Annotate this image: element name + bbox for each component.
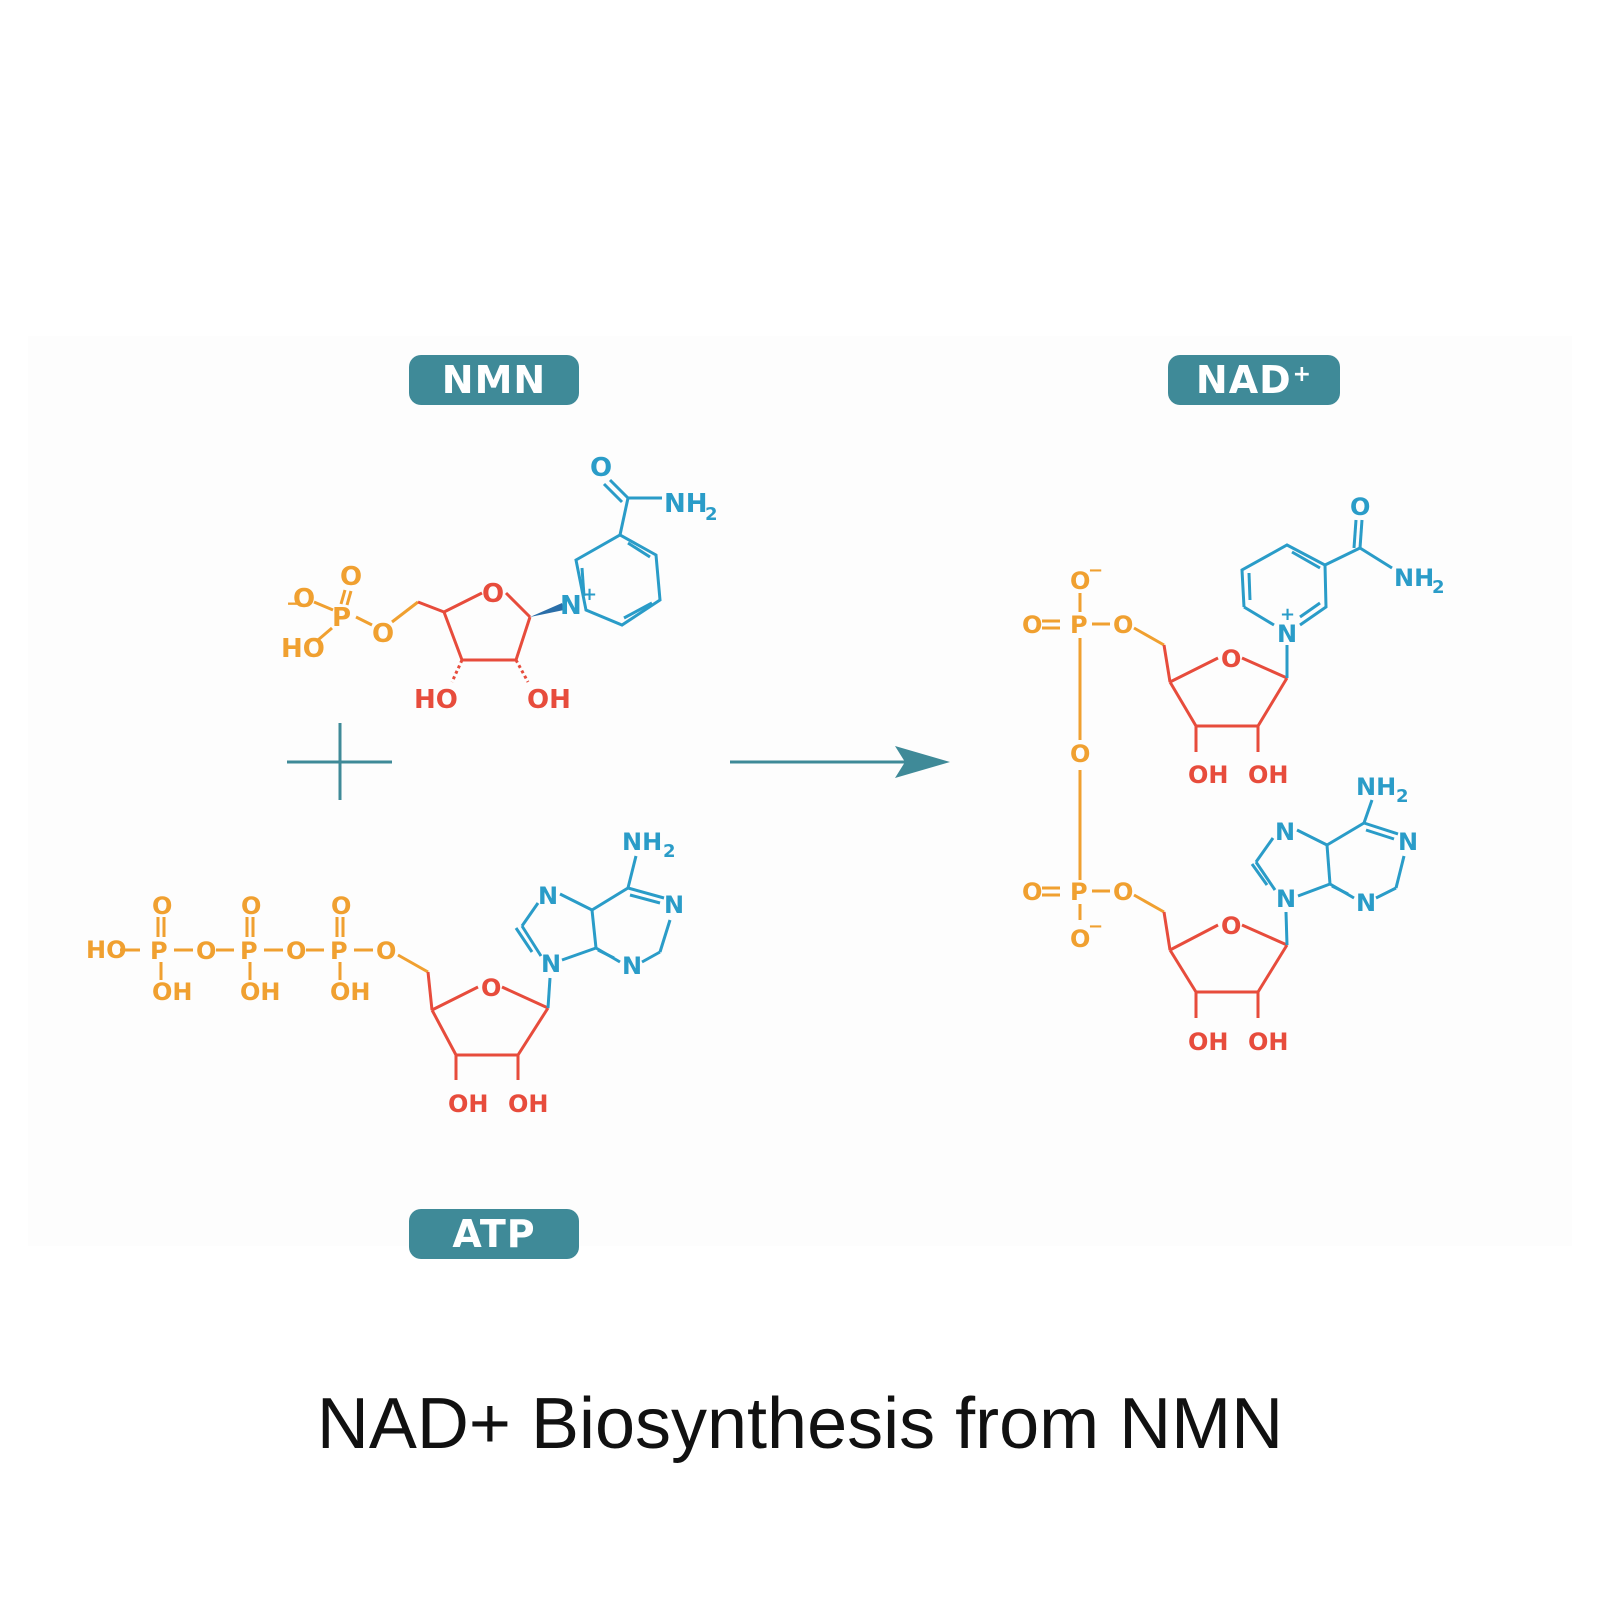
svg-text:N: N bbox=[1275, 818, 1295, 846]
nad-diphosphate: O − O P O O O P O O − bbox=[1022, 560, 1165, 953]
svg-text:NH: NH bbox=[1394, 564, 1434, 592]
reaction-arrow bbox=[730, 746, 950, 778]
svg-text:O: O bbox=[1113, 878, 1133, 906]
svg-text:N: N bbox=[1277, 620, 1297, 648]
svg-text:+: + bbox=[582, 584, 597, 605]
svg-text:O: O bbox=[1350, 493, 1370, 521]
svg-text:O: O bbox=[152, 892, 172, 920]
svg-text:OH: OH bbox=[152, 978, 193, 1006]
nad-label: NAD+ bbox=[1168, 355, 1340, 405]
atp-ribose: O OH OH bbox=[426, 971, 550, 1118]
nad-ribose-bottom: O OH OH bbox=[1162, 911, 1289, 1056]
svg-text:O: O bbox=[1070, 740, 1090, 768]
diagram-panel bbox=[28, 336, 1572, 1246]
svg-text:N: N bbox=[1276, 885, 1296, 913]
svg-text:O: O bbox=[590, 453, 612, 483]
svg-text:N: N bbox=[541, 950, 561, 978]
nad-adenine: N N N N NH 2 bbox=[1250, 773, 1418, 946]
svg-text:O: O bbox=[196, 937, 216, 965]
nmn-ribose: O HO OH bbox=[414, 579, 571, 715]
svg-text:N: N bbox=[1356, 889, 1376, 917]
svg-text:+: + bbox=[1280, 604, 1295, 625]
svg-text:OH: OH bbox=[1248, 761, 1289, 789]
svg-text:NH: NH bbox=[1356, 773, 1396, 801]
nmn-nicotinamide: N + O NH 2 bbox=[560, 453, 718, 627]
svg-text:2: 2 bbox=[1432, 577, 1445, 598]
svg-text:−: − bbox=[1088, 560, 1103, 581]
svg-text:N: N bbox=[622, 952, 642, 980]
svg-text:2: 2 bbox=[1396, 786, 1409, 807]
plus-sign bbox=[287, 723, 392, 800]
svg-text:N: N bbox=[560, 591, 582, 621]
atp-triphosphate: HO P O OH O P O OH O P O OH bbox=[86, 892, 429, 1006]
svg-text:OH: OH bbox=[508, 1090, 549, 1118]
nmn-molecule: − O O P HO O O HO OH bbox=[281, 453, 718, 715]
svg-text:HO: HO bbox=[86, 936, 127, 964]
svg-text:O: O bbox=[1221, 645, 1241, 673]
svg-text:OH: OH bbox=[1188, 761, 1229, 789]
atp-label: ATP bbox=[409, 1209, 579, 1259]
svg-text:N: N bbox=[538, 882, 558, 910]
svg-text:N: N bbox=[664, 891, 684, 919]
svg-text:O: O bbox=[1070, 567, 1090, 595]
svg-text:OH: OH bbox=[1248, 1028, 1289, 1056]
nad-ribose-top: O OH OH bbox=[1162, 644, 1289, 789]
svg-text:OH: OH bbox=[527, 685, 571, 715]
svg-text:2: 2 bbox=[705, 504, 718, 525]
svg-text:O: O bbox=[1022, 611, 1042, 639]
svg-text:O: O bbox=[481, 974, 501, 1002]
svg-text:O: O bbox=[241, 892, 261, 920]
nmn-phosphate: − O O P HO O bbox=[281, 562, 419, 664]
svg-text:O: O bbox=[1070, 925, 1090, 953]
svg-text:−: − bbox=[286, 591, 303, 615]
svg-text:O: O bbox=[340, 562, 362, 592]
svg-text:−: − bbox=[1088, 916, 1103, 937]
svg-text:O: O bbox=[1113, 611, 1133, 639]
nad-nicotinamide: N + O NH 2 bbox=[1240, 493, 1445, 678]
atp-adenine: N N N N NH 2 bbox=[514, 828, 684, 1009]
svg-text:N: N bbox=[1398, 828, 1418, 856]
svg-text:P: P bbox=[1070, 878, 1088, 906]
svg-text:O: O bbox=[1022, 878, 1042, 906]
svg-text:OH: OH bbox=[330, 978, 371, 1006]
svg-text:NH: NH bbox=[622, 828, 662, 856]
svg-text:O: O bbox=[331, 892, 351, 920]
svg-text:O: O bbox=[293, 584, 315, 614]
figure-caption: NAD+ Biosynthesis from NMN bbox=[316, 1384, 1284, 1464]
nad-molecule: O − O P O O O P O O − O bbox=[1022, 493, 1445, 1056]
svg-text:O: O bbox=[286, 937, 306, 965]
svg-text:P: P bbox=[1070, 611, 1088, 639]
svg-text:O: O bbox=[376, 937, 396, 965]
svg-text:O: O bbox=[1221, 912, 1241, 940]
atp-molecule: HO P O OH O P O OH O P O OH bbox=[86, 828, 684, 1118]
svg-text:OH: OH bbox=[448, 1090, 489, 1118]
nmn-label: NMN bbox=[409, 355, 579, 405]
svg-text:P: P bbox=[150, 937, 168, 965]
svg-text:OH: OH bbox=[240, 978, 281, 1006]
svg-text:2: 2 bbox=[663, 841, 676, 862]
svg-text:HO: HO bbox=[414, 685, 458, 715]
svg-text:P: P bbox=[240, 937, 258, 965]
svg-text:NH: NH bbox=[664, 489, 708, 519]
svg-text:P: P bbox=[330, 937, 348, 965]
svg-text:O: O bbox=[372, 619, 394, 649]
svg-text:OH: OH bbox=[1188, 1028, 1229, 1056]
svg-text:O: O bbox=[482, 579, 504, 609]
svg-text:P: P bbox=[332, 603, 351, 633]
